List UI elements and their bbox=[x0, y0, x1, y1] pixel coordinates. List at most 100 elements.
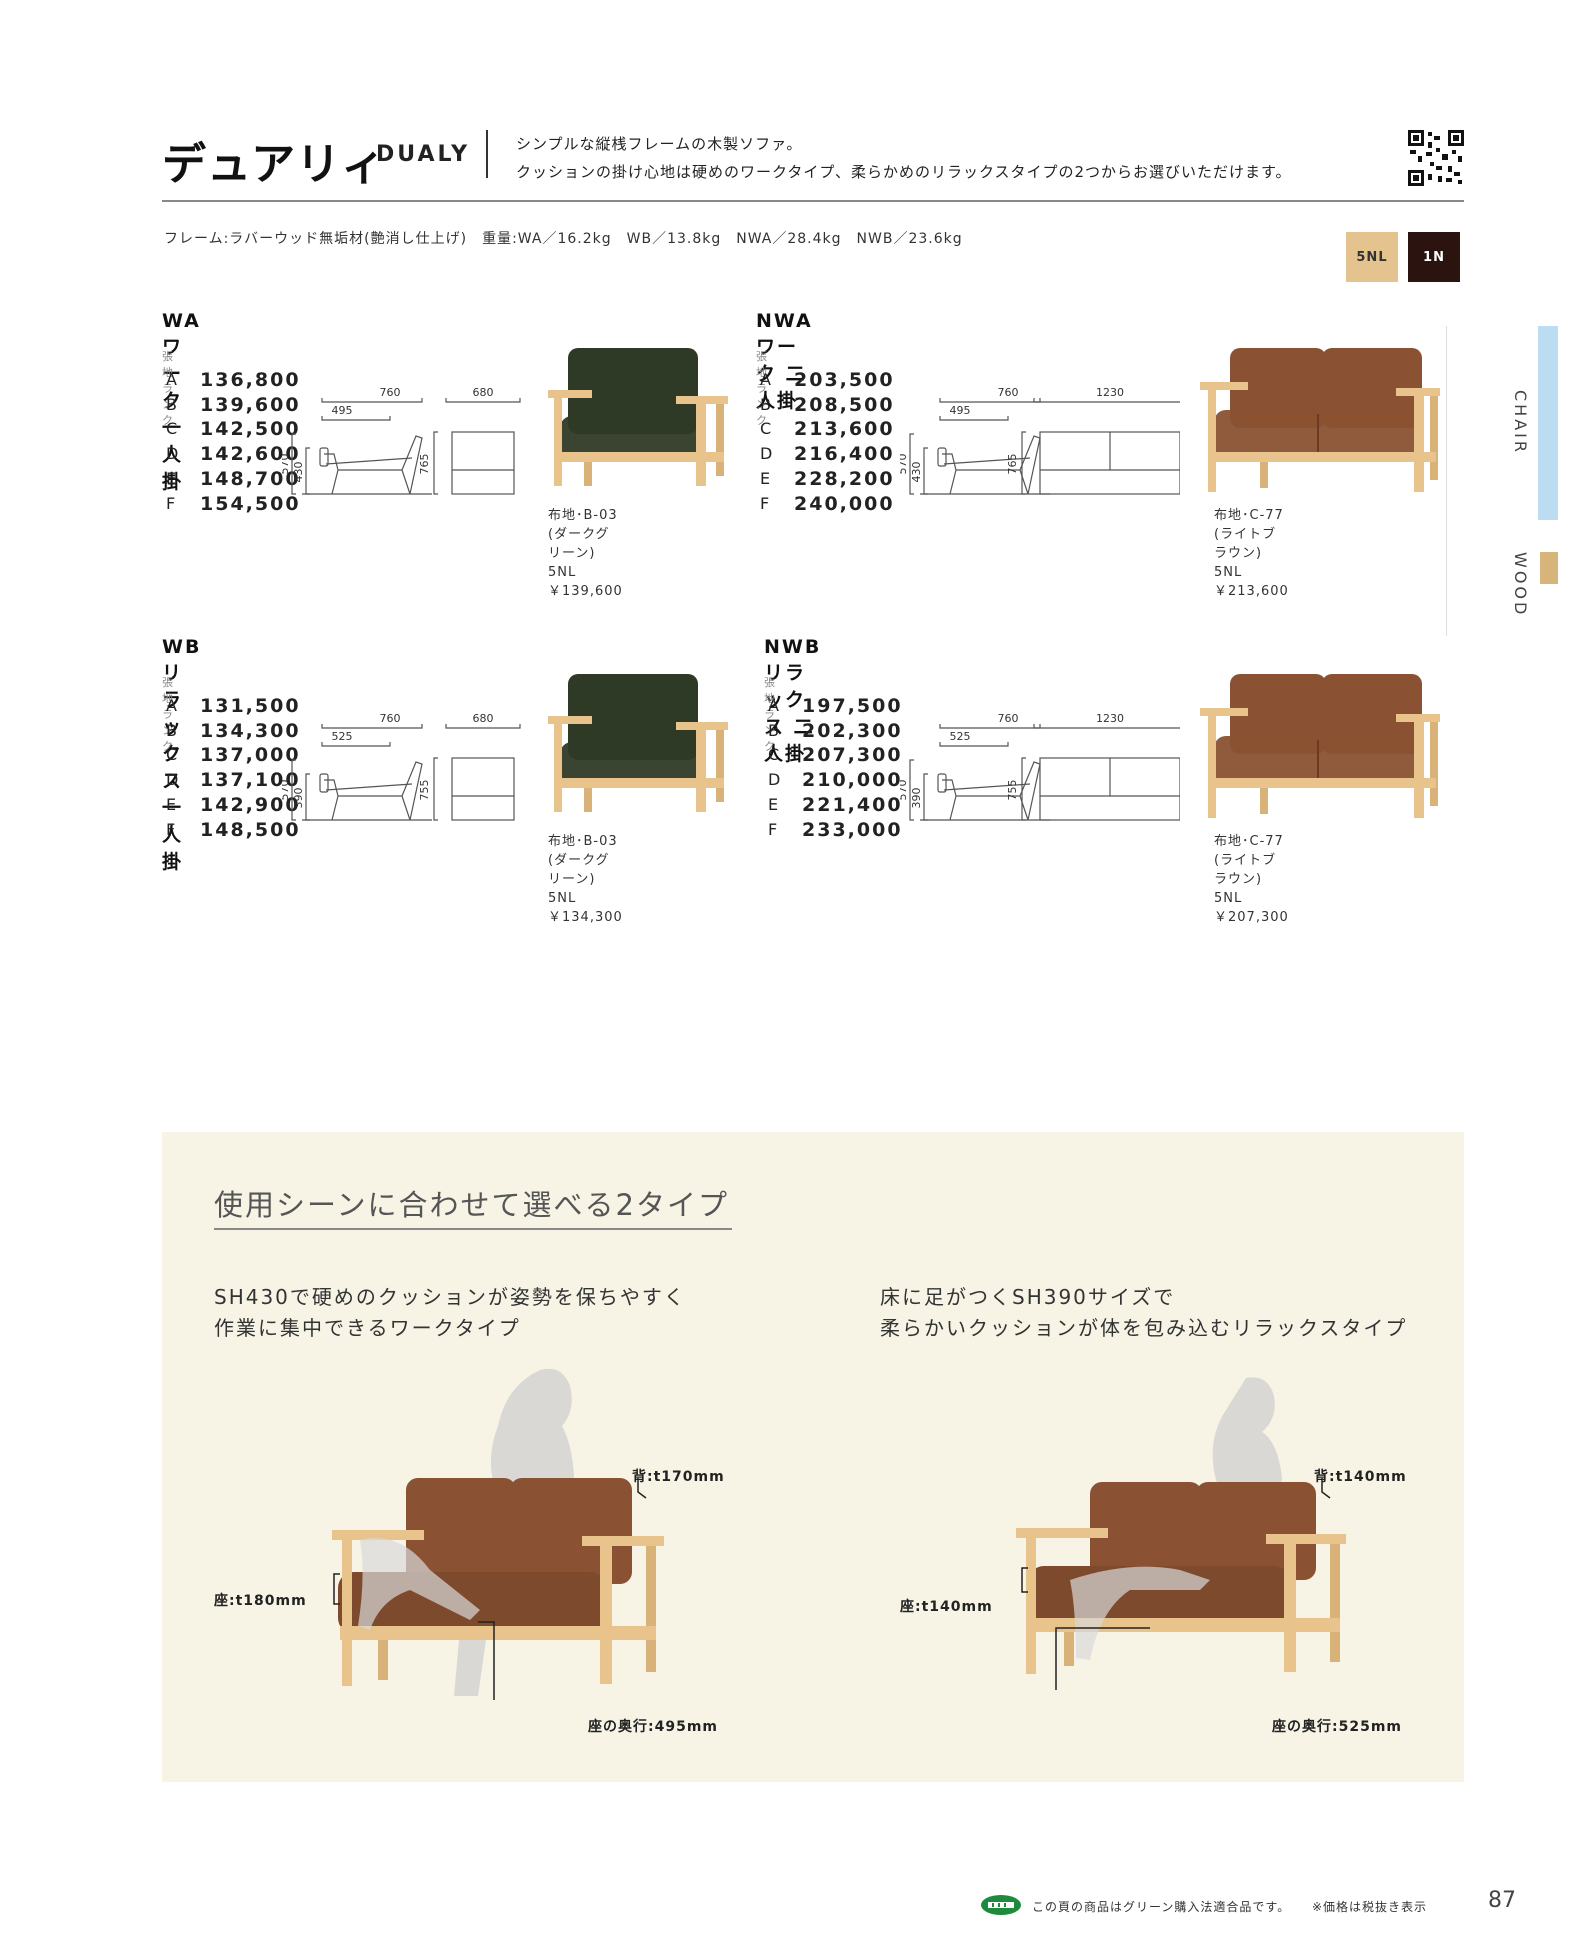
dimension-seat-depth: 495 bbox=[332, 404, 353, 417]
work-type-line-2: 作業に集中できるワークタイプ bbox=[214, 1316, 521, 1340]
dimension-total-height: 755 bbox=[1006, 780, 1019, 801]
product-title: デュアリィ bbox=[162, 139, 387, 190]
dimension-width-front: 1230 bbox=[1096, 386, 1124, 399]
price-grade: E bbox=[166, 794, 179, 814]
price-value: 210,000 bbox=[802, 769, 903, 792]
price-value: 221,400 bbox=[802, 793, 903, 816]
price-row: E 148,700 bbox=[166, 467, 301, 492]
price-grade: C bbox=[166, 745, 180, 765]
relax-type-description: 床に足がつくSH390サイズで 柔らかいクッションが体を包み込むリラックスタイプ bbox=[880, 1282, 1407, 1344]
work-type-sofa-illustration bbox=[332, 1368, 664, 1700]
price-grade: B bbox=[166, 394, 179, 414]
relax-type-sofa-illustration bbox=[1016, 1377, 1346, 1690]
price-grade: E bbox=[768, 794, 781, 814]
photo-caption-fabric: 布地･C-77 (ライトブラウン) bbox=[1214, 508, 1284, 561]
work-type-line-1: SH430で硬めのクッションが姿勢を保ちやすく bbox=[214, 1285, 686, 1309]
price-grade: D bbox=[166, 444, 181, 464]
relax-type-line-1: 床に足がつくSH390サイズで bbox=[880, 1285, 1176, 1309]
product-photo bbox=[1200, 674, 1440, 818]
tax-note: ※価格は税抜き表示 bbox=[1312, 1900, 1428, 1914]
price-value: 197,500 bbox=[802, 695, 903, 717]
photo-caption-price: 5NL ￥139,600 bbox=[548, 565, 623, 599]
color-swatch-5nl[interactable]: 5NL bbox=[1346, 232, 1398, 282]
relax-back-thickness: 背:t140mm bbox=[1314, 1469, 1407, 1485]
product-name: WB リラックス 一人掛 bbox=[162, 636, 202, 873]
price-grade: E bbox=[760, 468, 773, 488]
price-row: D 210,000 bbox=[768, 768, 903, 793]
price-grade: D bbox=[768, 770, 783, 790]
product-name: WA ワーク 一人掛 bbox=[162, 310, 201, 493]
price-value: 148,700 bbox=[200, 467, 301, 490]
product-photo bbox=[548, 348, 728, 486]
price-value: 137,100 bbox=[200, 769, 301, 792]
description-line-1: シンプルな縦桟フレームの木製ソファ。 bbox=[516, 135, 803, 153]
price-grade: E bbox=[166, 468, 179, 488]
spec-text: フレーム:ラバーウッド無垢材(艶消し仕上げ) 重量:WA／16.2kg WB／1… bbox=[164, 231, 963, 247]
dimension-seat-depth: 525 bbox=[950, 730, 971, 743]
dimension-seat-height: 390 bbox=[292, 788, 305, 809]
side-tab-wood-marker bbox=[1540, 552, 1558, 584]
dimension-total-height: 755 bbox=[418, 780, 431, 801]
qr-code-icon[interactable] bbox=[1408, 130, 1464, 186]
dimension-seat-depth: 525 bbox=[332, 730, 353, 743]
price-value: 233,000 bbox=[802, 818, 903, 841]
dimension-width-front: 680 bbox=[473, 712, 494, 725]
price-grade: F bbox=[760, 493, 772, 513]
side-tab-chair[interactable]: CHAIR bbox=[1511, 390, 1530, 455]
photo-caption: 布地･B-03 (ダークグリーン)5NL ￥139,600 bbox=[548, 506, 623, 601]
title-divider bbox=[486, 130, 488, 178]
dimension-seat-height: 390 bbox=[910, 788, 923, 809]
dimension-width-side: 760 bbox=[998, 386, 1019, 399]
rank-label: 張地ランク bbox=[756, 350, 768, 427]
product-name: NWB リラックス 二人掛 bbox=[764, 636, 822, 765]
price-value: 131,500 bbox=[200, 695, 301, 717]
work-seat-thickness: 座:t180mm bbox=[214, 1593, 307, 1609]
price-grade: B bbox=[760, 394, 773, 414]
price-grade: D bbox=[166, 770, 181, 790]
dimension-width-side: 760 bbox=[998, 712, 1019, 725]
price-grade: F bbox=[166, 819, 178, 839]
rank-label: 張地ランク bbox=[162, 350, 174, 427]
rank-label: 張地ランク bbox=[764, 676, 776, 753]
dimension-width-side: 760 bbox=[380, 712, 401, 725]
rank-label: 張地ランク bbox=[162, 676, 174, 753]
price-row: B 134,300 bbox=[166, 719, 301, 744]
green-purchase-logo-icon bbox=[981, 1895, 1021, 1915]
product-name: NWA ワーク 二人掛 bbox=[756, 310, 813, 412]
photo-caption-fabric: 布地･B-03 (ダークグリーン) bbox=[548, 834, 618, 887]
dimension-seat-depth: 495 bbox=[950, 404, 971, 417]
price-value: 134,300 bbox=[200, 719, 301, 742]
price-value: 148,500 bbox=[200, 818, 301, 841]
color-swatch-1n[interactable]: 1N bbox=[1408, 232, 1460, 282]
price-grade: B bbox=[166, 720, 179, 740]
price-value: 142,600 bbox=[200, 443, 301, 466]
product-photo bbox=[1200, 348, 1440, 492]
side-tab-wood[interactable]: WOOD bbox=[1511, 552, 1530, 618]
price-value: 202,300 bbox=[802, 719, 903, 742]
page-number: 87 bbox=[1488, 1888, 1516, 1913]
price-grade: A bbox=[768, 696, 781, 715]
photo-caption: 布地･B-03 (ダークグリーン)5NL ￥134,300 bbox=[548, 832, 623, 927]
dimension-total-height: 765 bbox=[418, 454, 431, 475]
dimension-arm-height: 570 bbox=[282, 454, 291, 475]
work-back-thickness: 背:t170mm bbox=[632, 1469, 725, 1485]
dimension-seat-height: 430 bbox=[910, 462, 923, 483]
relax-type-line-2: 柔らかいクッションが体を包み込むリラックスタイプ bbox=[880, 1316, 1408, 1340]
price-row: A 197,500 bbox=[768, 694, 903, 719]
photo-caption-price: 5NL ￥207,300 bbox=[1214, 891, 1289, 925]
price-value: 142,500 bbox=[200, 418, 301, 441]
work-type-description: SH430で硬めのクッションが姿勢を保ちやすく 作業に集中できるワークタイプ bbox=[214, 1282, 686, 1344]
price-row: E 221,400 bbox=[768, 793, 903, 818]
